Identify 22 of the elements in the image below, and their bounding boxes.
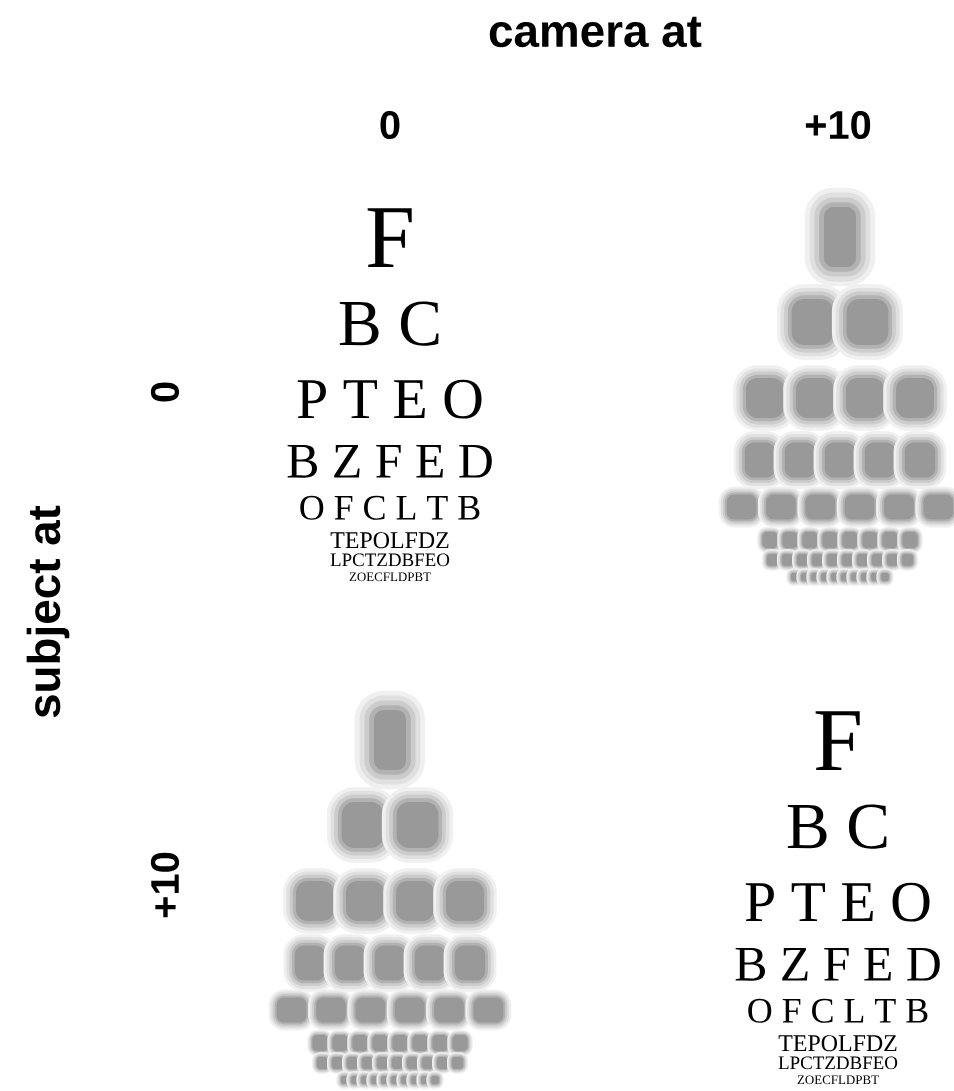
chart-row: B Z F E D	[735, 947, 940, 981]
chart-row: LPCTZDBFEO	[778, 1056, 898, 1070]
chart-row: P T E O	[745, 882, 930, 922]
chart-row: ZOECFLDPBT	[349, 572, 431, 582]
axis-title: camera at	[489, 16, 702, 48]
chart-row: B C	[787, 804, 887, 849]
column-label: +10	[805, 110, 871, 140]
chart-row: TEPOLFDZ	[778, 1035, 897, 1052]
chart-row: B Z F E D	[287, 444, 492, 478]
chart-row: F	[367, 208, 412, 267]
column-label: 0	[380, 110, 400, 140]
chart-row: O F C L T B	[748, 998, 928, 1023]
chart-row: B C	[339, 301, 439, 346]
axis-title: subject at	[26, 505, 70, 718]
chart-row: LPCTZDBFEO	[330, 553, 450, 567]
chart-row: TEPOLFDZ	[330, 532, 449, 549]
chart-row: P T E O	[297, 379, 482, 419]
chart-row: O F C L T B	[300, 495, 480, 520]
chart-row: ZOECFLDPBT	[797, 1075, 879, 1085]
row-label: +10	[150, 852, 180, 918]
row-label: 0	[150, 382, 180, 402]
chart-row: F	[815, 711, 860, 770]
